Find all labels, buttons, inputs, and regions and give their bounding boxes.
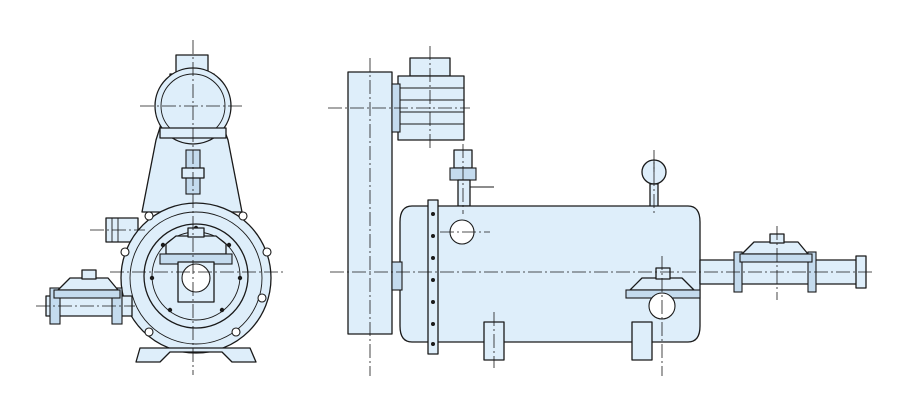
- side-end-flange-bolt: [431, 342, 435, 346]
- front-cover-bolt: [237, 275, 243, 281]
- side-view: [328, 46, 872, 376]
- front-flange-bolt: [144, 327, 154, 337]
- side-outlet-valve-body: [739, 253, 813, 263]
- front-view: [36, 40, 285, 375]
- front-discharge-valve: [57, 277, 119, 291]
- side-tank-shell: [399, 205, 701, 343]
- front-casing-bolt-circle: [129, 211, 263, 345]
- front-flange-bolt: [144, 211, 154, 221]
- side-end-flange: [427, 199, 439, 355]
- front-cover-bolt: [160, 242, 166, 248]
- side-end-flange-bolt: [431, 300, 435, 304]
- side-relief-valve-stem: [457, 179, 471, 207]
- side-support-foot: [631, 321, 653, 361]
- front-cover-bolt: [226, 242, 232, 248]
- side-end-flange-bolt: [431, 278, 435, 282]
- side-lower-valve-top: [655, 267, 671, 280]
- front-discharge-valve-top: [81, 269, 97, 280]
- side-end-flange-bolt: [431, 322, 435, 326]
- side-end-flange-bolt: [431, 234, 435, 238]
- front-flange-bolt: [231, 327, 241, 337]
- side-end-flange-bolt: [431, 212, 435, 216]
- front-base-feet: [135, 347, 257, 363]
- side-end-flange-bolt: [431, 256, 435, 260]
- side-outlet-valve-bonnet: [741, 241, 809, 255]
- front-cover-bolt: [149, 275, 155, 281]
- front-valve-bonnet: [165, 235, 227, 255]
- front-discharge-valve-body: [53, 289, 121, 299]
- side-shaft-stub: [391, 261, 403, 291]
- front-flange-bolt: [262, 247, 272, 257]
- front-flange-bolt: [238, 211, 248, 221]
- front-flange-bolt: [120, 247, 130, 257]
- front-valve-top: [187, 227, 205, 238]
- front-nozzle-bore: [181, 263, 211, 293]
- front-flange-bolt: [257, 293, 267, 303]
- front-cover-bolt: [167, 307, 173, 313]
- front-cover-bolt: [219, 307, 225, 313]
